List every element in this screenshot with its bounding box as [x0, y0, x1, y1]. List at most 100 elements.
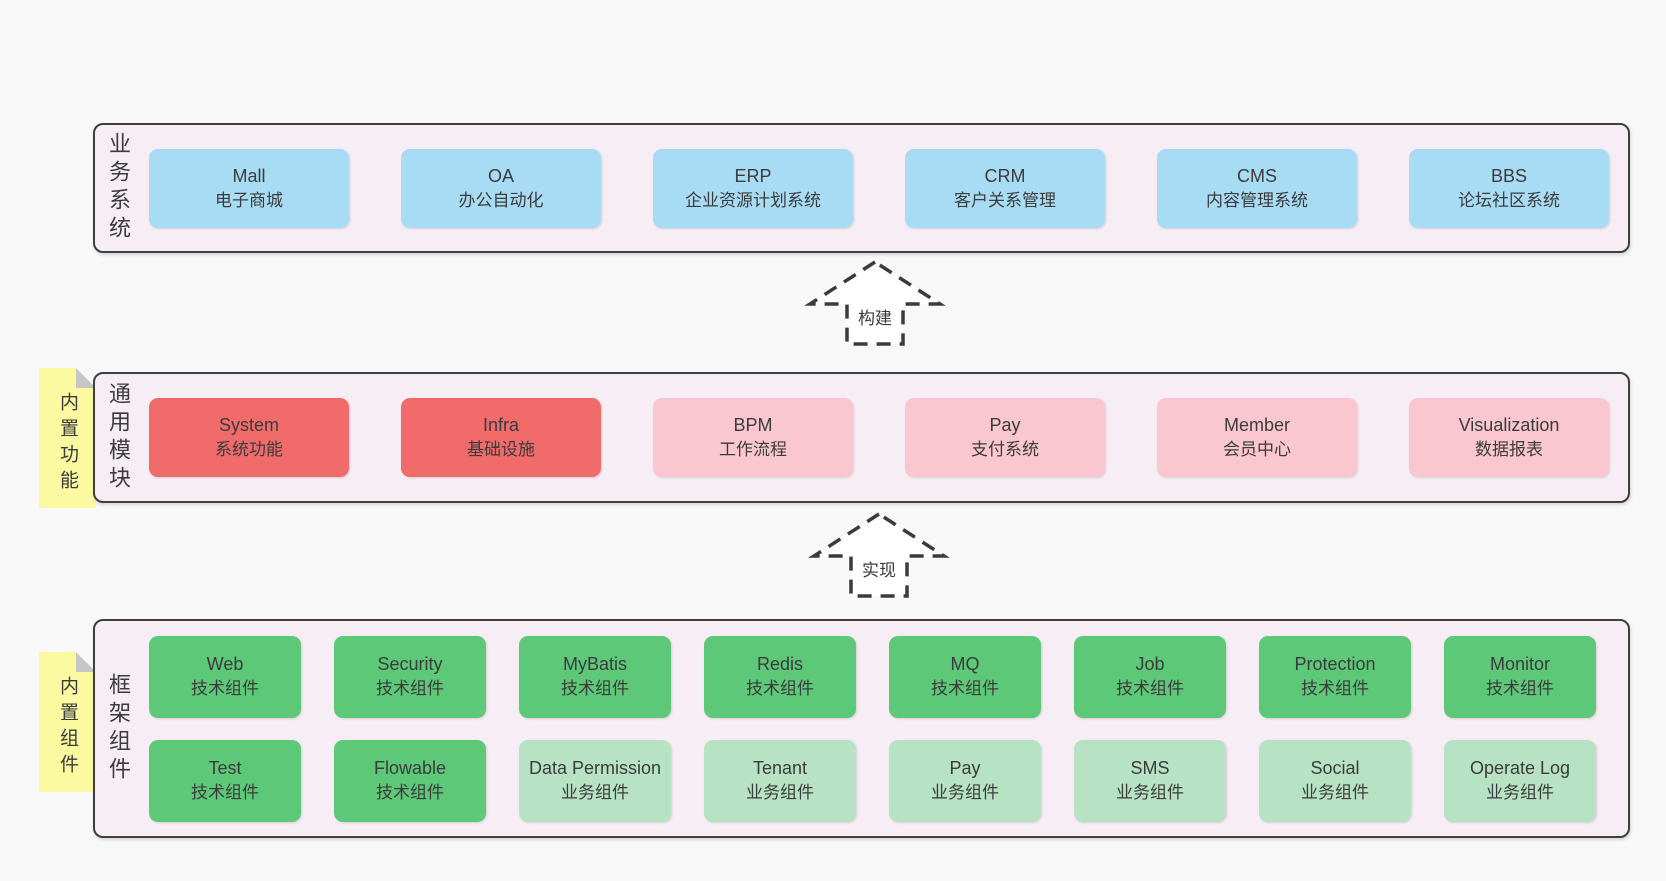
box-title: Visualization [1458, 415, 1560, 436]
box-erp: ERP 企业资源计划系统 [653, 148, 853, 228]
box-subtitle: 业务组件 [1301, 783, 1369, 803]
box-web: Web 技术组件 [149, 635, 301, 718]
box-mybatis: MyBatis 技术组件 [519, 635, 671, 718]
box-title: Test [208, 758, 242, 779]
band-box-row: Mall 电子商城 OA 办公自动化 ERP 企业资源计划系统 CRM 客户关系… [141, 125, 1628, 251]
box-title: Data Permission [528, 758, 662, 779]
box-subtitle: 客户关系管理 [954, 190, 1056, 210]
box-title: Pay [989, 415, 1021, 436]
box-title: Operate Log [1469, 758, 1571, 779]
box-subtitle: 业务组件 [561, 783, 629, 803]
box-subtitle: 论坛社区系统 [1458, 190, 1560, 210]
box-job: Job 技术组件 [1074, 635, 1226, 718]
box-social: Social 业务组件 [1259, 739, 1411, 822]
box-bpm: BPM 工作流程 [653, 398, 853, 477]
arrow-up-icon [804, 259, 946, 346]
box-subtitle: 基础设施 [467, 440, 535, 460]
box-title: Security [377, 654, 443, 675]
box-crm: CRM 客户关系管理 [905, 148, 1105, 228]
box-cms: CMS 内容管理系统 [1157, 148, 1357, 228]
box-title: Tenant [752, 758, 808, 779]
band-label: 业务系统 [106, 132, 131, 244]
box-subtitle: 技术组件 [191, 679, 259, 699]
box-subtitle: 电子商城 [215, 190, 283, 210]
box-title: Pay [949, 758, 981, 779]
box-mall: Mall 电子商城 [149, 148, 349, 228]
box-subtitle: 技术组件 [1301, 679, 1369, 699]
sticky-label: 内置功能 [57, 392, 78, 496]
box-sms: SMS 业务组件 [1074, 739, 1226, 822]
box-title: MyBatis [562, 654, 627, 675]
box-monitor: Monitor 技术组件 [1444, 635, 1596, 718]
box-title: CMS [1237, 165, 1277, 186]
box-title: SMS [1130, 758, 1170, 779]
sticky-builtin-features: 内置功能 [39, 368, 96, 508]
box-visualization: Visualization 数据报表 [1409, 398, 1609, 477]
box-subtitle: 办公自动化 [458, 190, 544, 210]
box-title: Protection [1294, 654, 1376, 675]
box-mq: MQ 技术组件 [889, 635, 1041, 718]
box-title: Mall [232, 165, 266, 186]
box-subtitle: 技术组件 [376, 783, 444, 803]
sticky-builtin-components: 内置组件 [39, 652, 96, 792]
box-title: Flowable [373, 758, 447, 779]
box-title: Infra [482, 415, 520, 436]
band-label: 通用模块 [106, 381, 131, 494]
box-subtitle: 技术组件 [191, 783, 259, 803]
box-title: BBS [1490, 165, 1528, 186]
box-title: Monitor [1489, 654, 1551, 675]
box-title: MQ [950, 654, 980, 675]
box-title: BPM [733, 415, 773, 436]
box-title: ERP [734, 165, 772, 186]
section-business-systems: 业务系统 Mall 电子商城 OA 办公自动化 ERP 企业资源计划系统 CRM… [93, 123, 1630, 253]
box-pay-module: Pay 支付系统 [905, 398, 1105, 477]
box-redis: Redis 技术组件 [704, 635, 856, 718]
box-subtitle: 支付系统 [971, 440, 1039, 460]
box-subtitle: 技术组件 [746, 679, 814, 699]
box-protection: Protection 技术组件 [1259, 635, 1411, 718]
box-bbs: BBS 论坛社区系统 [1409, 148, 1609, 228]
box-subtitle: 会员中心 [1223, 440, 1291, 460]
arrow-label: 构建 [858, 309, 892, 328]
box-subtitle: 企业资源计划系统 [685, 190, 821, 210]
arrow-label: 实现 [862, 561, 896, 580]
box-title: CRM [984, 165, 1026, 186]
box-data-permission: Data Permission 业务组件 [519, 739, 671, 822]
section-common-modules: 通用模块 System 系统功能 Infra 基础设施 BPM 工作流程 Pay… [93, 372, 1630, 503]
band-box-row: System 系统功能 Infra 基础设施 BPM 工作流程 Pay 支付系统… [141, 374, 1628, 501]
box-subtitle: 内容管理系统 [1206, 190, 1308, 210]
box-member: Member 会员中心 [1157, 398, 1357, 477]
box-title: Web [206, 654, 244, 675]
band-label: 框架组件 [106, 672, 131, 785]
box-flowable: Flowable 技术组件 [334, 739, 486, 822]
arrow-implement: 实现 [804, 509, 954, 601]
box-subtitle: 技术组件 [931, 679, 999, 699]
box-tenant: Tenant 业务组件 [704, 739, 856, 822]
box-pay-component: Pay 业务组件 [889, 739, 1041, 822]
box-subtitle: 技术组件 [1486, 679, 1554, 699]
box-subtitle: 业务组件 [1486, 783, 1554, 803]
box-system: System 系统功能 [149, 398, 349, 477]
box-security: Security 技术组件 [334, 635, 486, 718]
section-framework-components: 框架组件 Web 技术组件 Security 技术组件 MyBatis 技术组件… [93, 619, 1630, 838]
arrow-up-icon [808, 511, 950, 598]
box-subtitle: 技术组件 [1116, 679, 1184, 699]
box-infra: Infra 基础设施 [401, 398, 601, 477]
box-test: Test 技术组件 [149, 739, 301, 822]
box-subtitle: 业务组件 [931, 783, 999, 803]
arrow-build: 构建 [800, 257, 950, 349]
box-subtitle: 技术组件 [376, 679, 444, 699]
box-subtitle: 业务组件 [746, 783, 814, 803]
sticky-label: 内置组件 [57, 676, 78, 780]
box-subtitle: 业务组件 [1116, 783, 1184, 803]
box-subtitle: 技术组件 [561, 679, 629, 699]
box-title: Social [1310, 758, 1360, 779]
band-box-grid: Web 技术组件 Security 技术组件 MyBatis 技术组件 Redi… [141, 621, 1628, 836]
box-title: System [218, 415, 279, 436]
box-subtitle: 工作流程 [719, 440, 787, 460]
box-title: Redis [756, 654, 804, 675]
box-title: OA [487, 165, 514, 186]
box-oa: OA 办公自动化 [401, 148, 601, 228]
box-subtitle: 数据报表 [1475, 440, 1543, 460]
